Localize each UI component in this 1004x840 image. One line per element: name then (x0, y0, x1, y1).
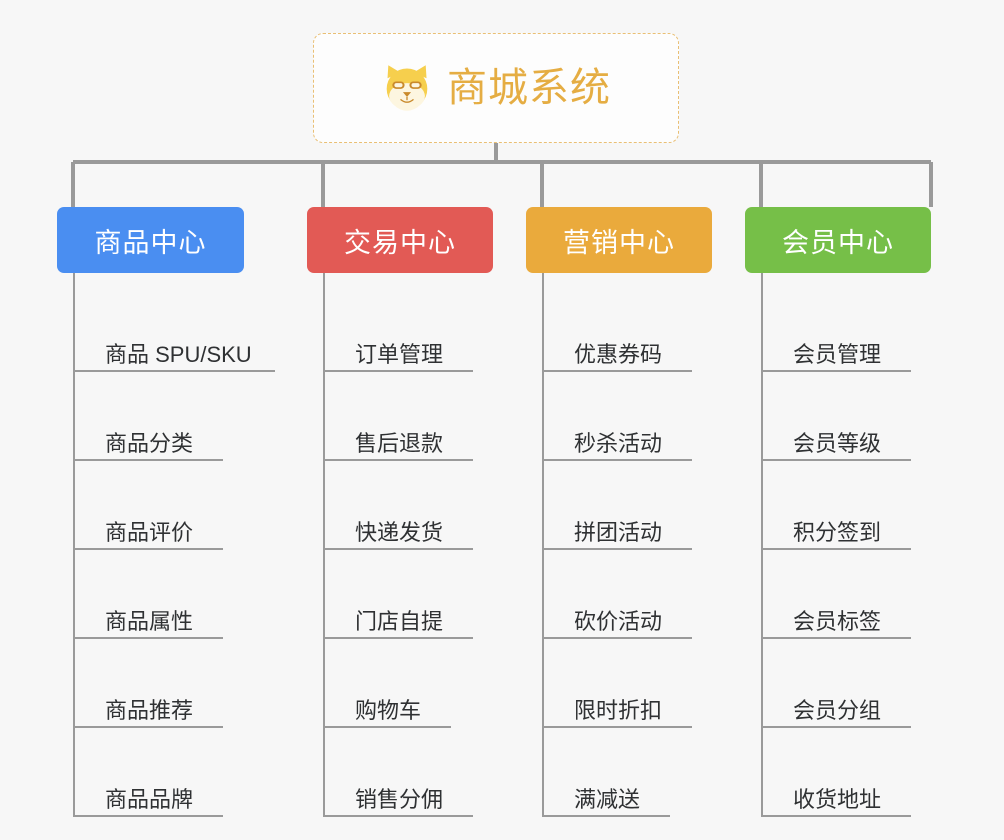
root-node-mall-system[interactable]: 商城系统 (313, 33, 679, 143)
list-item[interactable]: 优惠券码 (526, 283, 746, 372)
list-item[interactable]: 商品推荐 (57, 639, 277, 728)
category-column-transaction: 交易中心 订单管理 售后退款 快递发货 门店自提 (307, 207, 527, 817)
leaf-label: 商品品牌 (105, 787, 194, 812)
leaf-underline (761, 726, 911, 728)
list-item[interactable]: 商品分类 (57, 372, 277, 461)
leaf-underline (73, 370, 275, 372)
category-column-marketing: 营销中心 优惠券码 秒杀活动 拼团活动 砍价活动 (526, 207, 746, 817)
leaf-underline (323, 726, 451, 728)
category-header-product[interactable]: 商品中心 (57, 207, 244, 273)
leaf-underline (761, 815, 911, 817)
leaf-label: 商品分类 (105, 431, 194, 456)
category-header-transaction[interactable]: 交易中心 (307, 207, 493, 273)
leaf-label: 会员管理 (793, 342, 882, 367)
leaf-underline (761, 459, 911, 461)
list-item[interactable]: 秒杀活动 (526, 372, 746, 461)
leaf-underline (323, 637, 473, 639)
category-header-marketing[interactable]: 营销中心 (526, 207, 712, 273)
leaf-label: 订单管理 (355, 342, 444, 367)
category-header-label: 会员中心 (782, 227, 894, 258)
leaf-label: 购物车 (355, 698, 422, 723)
list-item[interactable]: 会员分组 (745, 639, 965, 728)
leaf-label: 砍价活动 (574, 609, 663, 634)
list-item[interactable]: 会员等级 (745, 372, 965, 461)
leaf-label: 商品属性 (105, 609, 194, 634)
leaf-underline (73, 726, 223, 728)
leaf-label: 门店自提 (355, 609, 444, 634)
leaf-label: 销售分佣 (355, 787, 444, 812)
leaf-label: 积分签到 (793, 520, 882, 545)
shiba-dog-icon (386, 65, 428, 111)
list-item[interactable]: 快递发货 (307, 461, 527, 550)
list-item[interactable]: 满减送 (526, 728, 746, 817)
list-item[interactable]: 会员标签 (745, 550, 965, 639)
list-item[interactable]: 购物车 (307, 639, 527, 728)
leaf-underline (761, 548, 911, 550)
leaf-list-member: 会员管理 会员等级 积分签到 会员标签 会员分组 (745, 273, 965, 817)
category-header-member[interactable]: 会员中心 (745, 207, 931, 273)
leaf-label: 秒杀活动 (574, 431, 663, 456)
list-item[interactable]: 售后退款 (307, 372, 527, 461)
leaf-label: 售后退款 (355, 431, 444, 456)
leaf-label: 商品评价 (105, 520, 194, 545)
category-header-label: 交易中心 (344, 227, 456, 258)
list-item[interactable]: 商品品牌 (57, 728, 277, 817)
list-item[interactable]: 砍价活动 (526, 550, 746, 639)
leaf-underline (323, 370, 473, 372)
list-item[interactable]: 拼团活动 (526, 461, 746, 550)
leaf-list-transaction: 订单管理 售后退款 快递发货 门店自提 购物车 (307, 273, 527, 817)
root-title: 商城系统 (447, 66, 611, 110)
list-item[interactable]: 商品 SPU/SKU (57, 283, 277, 372)
leaf-underline (542, 637, 692, 639)
category-column-product: 商品中心 商品 SPU/SKU 商品分类 商品评价 商品属性 (57, 207, 277, 817)
list-item[interactable]: 订单管理 (307, 283, 527, 372)
list-item[interactable]: 会员管理 (745, 283, 965, 372)
category-header-label: 营销中心 (563, 227, 675, 258)
leaf-underline (73, 548, 223, 550)
leaf-underline (542, 548, 692, 550)
leaf-underline (542, 370, 692, 372)
leaf-underline (73, 459, 223, 461)
leaf-underline (761, 637, 911, 639)
leaf-underline (323, 548, 473, 550)
leaf-list-marketing: 优惠券码 秒杀活动 拼团活动 砍价活动 限时折扣 (526, 273, 746, 817)
leaf-underline (323, 815, 473, 817)
leaf-label: 限时折扣 (574, 698, 663, 723)
leaf-underline (323, 459, 473, 461)
list-item[interactable]: 商品属性 (57, 550, 277, 639)
leaf-label: 会员分组 (793, 698, 882, 723)
leaf-underline (73, 637, 223, 639)
leaf-label: 拼团活动 (574, 520, 663, 545)
leaf-underline (73, 815, 223, 817)
leaf-label: 商品推荐 (105, 698, 194, 723)
leaf-label: 会员等级 (793, 431, 882, 456)
leaf-list-product: 商品 SPU/SKU 商品分类 商品评价 商品属性 商品推荐 (57, 273, 277, 817)
leaf-label: 快递发货 (355, 520, 444, 545)
leaf-label: 满减送 (574, 787, 641, 812)
category-header-label: 商品中心 (94, 227, 207, 258)
leaf-label: 收货地址 (793, 787, 882, 812)
leaf-underline (542, 726, 692, 728)
category-column-member: 会员中心 会员管理 会员等级 积分签到 会员标签 (745, 207, 965, 817)
leaf-label: 商品 SPU/SKU (105, 342, 252, 367)
list-item[interactable]: 限时折扣 (526, 639, 746, 728)
leaf-underline (542, 459, 692, 461)
list-item[interactable]: 商品评价 (57, 461, 277, 550)
list-item[interactable]: 销售分佣 (307, 728, 527, 817)
leaf-label: 优惠券码 (574, 342, 663, 367)
leaf-underline (761, 370, 911, 372)
leaf-underline (542, 815, 670, 817)
leaf-label: 会员标签 (793, 609, 882, 634)
list-item[interactable]: 门店自提 (307, 550, 527, 639)
list-item[interactable]: 积分签到 (745, 461, 965, 550)
list-item[interactable]: 收货地址 (745, 728, 965, 817)
